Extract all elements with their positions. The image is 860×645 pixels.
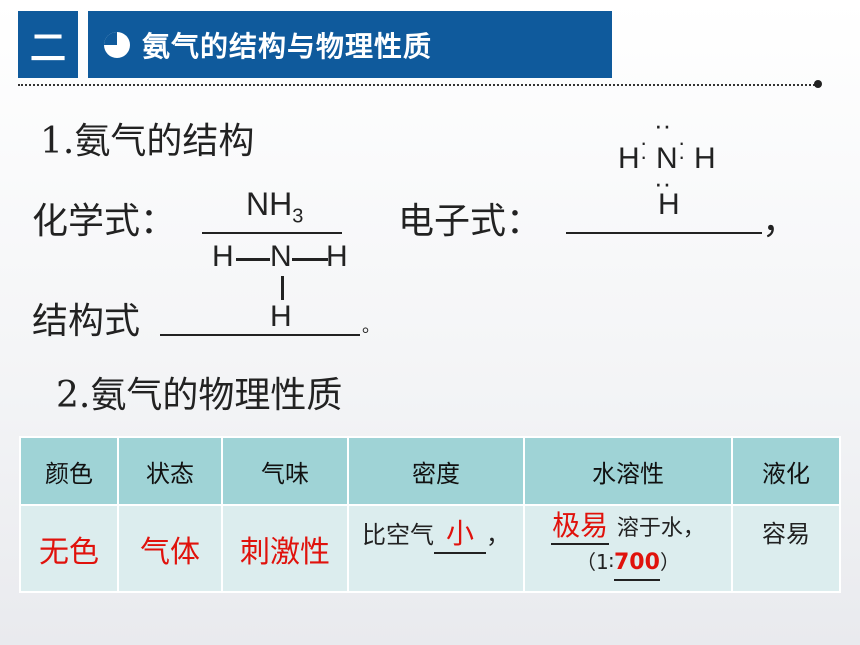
structural-formula: H N H H [212,240,348,333]
structural-end: 。 [362,316,380,337]
header-density: 密度 [347,436,525,506]
bond-left [236,258,270,261]
bond-right [292,258,328,261]
divider-end-dot [814,80,822,88]
structural-label: 结构式 [32,301,141,342]
structural-blank [160,334,360,336]
electronic-blank [566,232,762,234]
electronic-comma: ， [762,201,799,242]
header-odor: 气味 [221,436,349,506]
section-number: 二 [18,11,78,78]
table-header-row: 颜色 状态 气味 密度 水溶性 液化 [19,436,841,506]
cell-liquefaction: 容易 [731,504,841,593]
properties-table: 颜色 状态 气味 密度 水溶性 液化 无色 气体 刺激性 比空气小， 极易 溶于… [19,436,841,593]
table-row: 无色 气体 刺激性 比空气小， 极易 溶于水， （1∶700） 容易 [19,504,841,593]
pie-icon [104,31,130,58]
electron-dot-formula: ·· H ·· N ·· H ·· H [618,110,716,221]
cell-color: 无色 [19,504,119,593]
divider [18,84,818,86]
page-title: 氨气的结构与物理性质 [142,29,433,63]
bond-down [281,276,284,300]
bond-pair-right: ·· [678,130,686,169]
lone-pair: ·· [654,110,672,140]
cell-odor: 刺激性 [221,504,349,593]
formula-blank [202,232,342,234]
formula-answer: NH3 [246,186,304,228]
bond-pair-left: ·· [640,130,648,169]
header-liquefaction: 液化 [731,436,841,506]
cell-density: 比空气小， [347,504,525,593]
header-color: 颜色 [19,436,119,506]
electronic-label: 电子式： [398,201,543,242]
section-title-bar: 氨气的结构与物理性质 [88,11,612,78]
formula-label: 化学式： [32,201,177,242]
bond-pair-bottom: ·· [654,168,672,198]
cell-solubility: 极易 溶于水， （1∶700） [523,504,733,593]
cell-state: 气体 [117,504,223,593]
structure-heading: 1.氨气的结构 [40,121,255,162]
header-solubility: 水溶性 [523,436,733,506]
properties-heading: 2.氨气的物理性质 [56,375,343,416]
header-state: 状态 [117,436,223,506]
